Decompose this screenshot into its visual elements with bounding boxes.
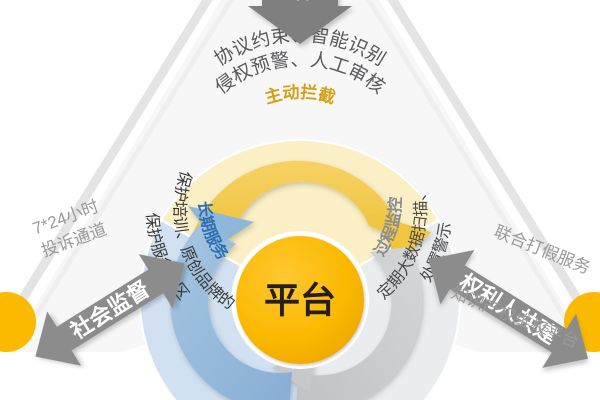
- arrow-left-shape: [35, 254, 185, 366]
- ring-segment-yellow: [194, 160, 405, 240]
- ring-arrowhead-yellow: [372, 214, 431, 262]
- ring-segment-blue: [170, 224, 292, 400]
- center-label: 平台: [264, 280, 336, 321]
- corner-dot-bottom-left: [0, 292, 36, 352]
- center-node: 平台: [231, 231, 369, 369]
- arrow-top-shape: [248, 0, 352, 44]
- ring-arrowhead-blue: [188, 206, 254, 246]
- arrow-right-shape: [428, 250, 589, 368]
- arrow-top-label: 治: [289, 0, 311, 3]
- arrow-top: 治: [248, 0, 352, 44]
- outer-band-yellow: [161, 140, 439, 300]
- center-circle: [236, 236, 364, 364]
- ring-segment-gray: [296, 247, 422, 400]
